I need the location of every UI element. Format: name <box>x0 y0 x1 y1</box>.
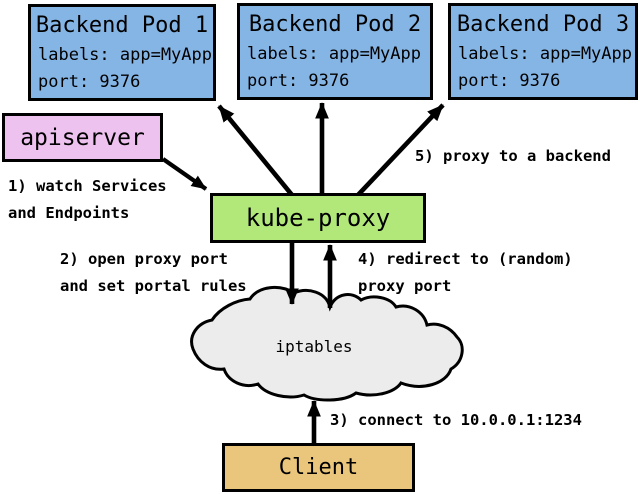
annotation-open-port-line1: 2) open proxy port <box>60 250 228 268</box>
annotation-connect-line1: 3) connect to 10.0.0.1:1234 <box>330 411 582 429</box>
backend-pod-3: Backend Pod 3 labels: app=MyApp port: 93… <box>448 3 638 100</box>
annotation-watch: 1) watch Services and Endpoints <box>8 173 167 227</box>
backend-pod-1-port: port: 9376 <box>38 72 141 92</box>
apiserver-title: apiserver <box>20 124 145 151</box>
annotation-watch-line1: 1) watch Services <box>8 177 167 195</box>
backend-pod-2-labels: labels: app=MyApp <box>247 44 421 64</box>
backend-pod-1: Backend Pod 1 labels: app=MyApp port: 93… <box>28 4 216 101</box>
backend-pod-3-port: port: 9376 <box>458 71 561 91</box>
client-title: Client <box>278 455 359 480</box>
annotation-connect: 3) connect to 10.0.0.1:1234 <box>330 407 582 434</box>
annotation-watch-line2: and Endpoints <box>8 204 130 222</box>
annotation-proxy-backend: 5) proxy to a backend <box>415 143 611 170</box>
apiserver-node: apiserver <box>2 113 163 162</box>
backend-pod-1-title: Backend Pod 1 <box>35 13 209 38</box>
iptables-cloud-label: iptables <box>275 337 353 356</box>
annotation-open-port-line2: and set portal rules <box>60 277 247 295</box>
kube-proxy-node: kube-proxy <box>210 193 426 243</box>
backend-pod-3-title: Backend Pod 3 <box>456 12 630 37</box>
backend-pod-3-labels: labels: app=MyApp <box>458 44 632 64</box>
client-node: Client <box>222 443 415 492</box>
annotation-proxy-backend-line1: 5) proxy to a backend <box>415 147 611 165</box>
arrow-proxy-to-pod1 <box>217 104 294 197</box>
backend-pod-2-title: Backend Pod 2 <box>248 12 422 37</box>
backend-pod-2: Backend Pod 2 labels: app=MyApp port: 93… <box>237 3 433 100</box>
kube-proxy-title: kube-proxy <box>245 204 391 232</box>
backend-pod-1-labels: labels: app=MyApp <box>38 45 212 65</box>
annotation-redirect-line2: proxy port <box>358 277 452 295</box>
arrow-watch-services <box>161 157 208 191</box>
annotation-redirect: 4) redirect to (random) proxy port <box>358 246 573 300</box>
annotation-open-port: 2) open proxy port and set portal rules <box>60 246 247 300</box>
backend-pod-2-port: port: 9376 <box>247 71 350 91</box>
annotation-redirect-line1: 4) redirect to (random) <box>358 250 573 268</box>
